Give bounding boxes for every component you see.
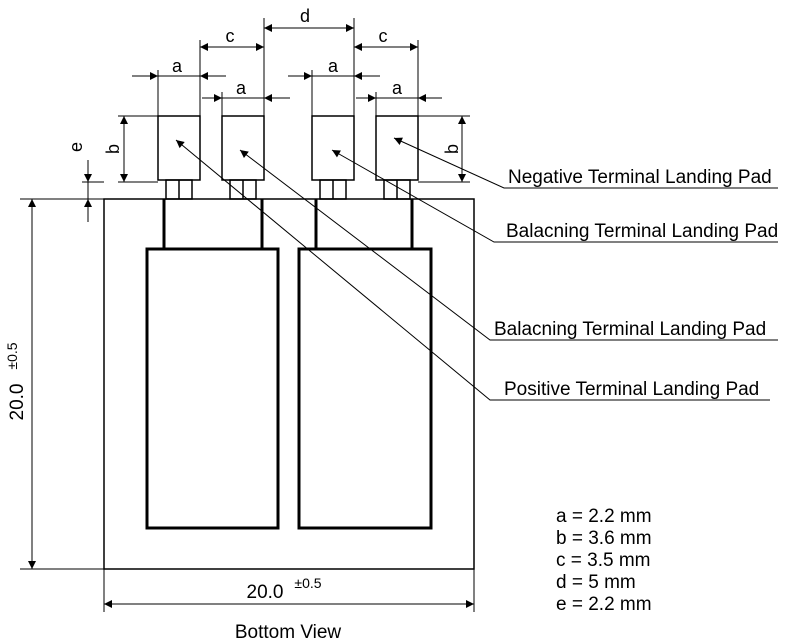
letter-c-2: c [379, 26, 388, 46]
letter-a-1: a [172, 56, 183, 76]
legend-b: b = 3.6 mm [556, 528, 652, 549]
extension-lines [20, 18, 475, 612]
cell-right [297, 247, 433, 530]
callout-positive: Positive Terminal Landing Pad [504, 379, 759, 400]
letter-b-1: b [103, 144, 123, 154]
height-tolerance: ±0.5 [4, 342, 20, 369]
letter-c-1: c [226, 26, 235, 46]
pad-necks [165, 179, 411, 200]
legend-c: c = 3.5 mm [556, 550, 651, 571]
height-value: 20.0 [7, 384, 28, 421]
callout-leaders [175, 137, 778, 401]
cell-left [145, 247, 280, 530]
package-outline [103, 198, 475, 570]
callout-balancing-1: Balacning Terminal Landing Pad [506, 221, 778, 242]
letter-a-2: a [236, 78, 247, 98]
width-value: 20.0 [247, 582, 284, 603]
leader-balancing-1 [331, 149, 778, 243]
callout-negative: Negative Terminal Landing Pad [508, 167, 772, 188]
view-caption: Bottom View [235, 622, 342, 643]
height-dimension-label: 20.0 ±0.5 [4, 342, 28, 420]
legend-e: e = 2.2 mm [556, 594, 652, 615]
letter-e: e [66, 142, 86, 152]
leader-negative [393, 137, 778, 189]
dimension-lines [28, 24, 474, 608]
leader-positive [175, 139, 770, 401]
width-tolerance: ±0.5 [294, 575, 321, 591]
pad-negative [375, 115, 419, 181]
letter-a-4: a [392, 78, 403, 98]
leader-balancing-2 [239, 149, 778, 341]
pad-balancing-2 [221, 115, 265, 181]
pad-balancing-1 [311, 115, 355, 181]
dimension-legend: a = 2.2 mm b = 3.6 mm c = 3.5 mm d = 5 m… [556, 506, 652, 615]
letter-b-2: b [442, 144, 462, 154]
callout-labels: Negative Terminal Landing Pad Balacning … [494, 167, 778, 400]
terminal-tabs [162, 199, 414, 249]
legend-a: a = 2.2 mm [556, 506, 652, 527]
pad-positive [157, 115, 201, 181]
letter-d: d [300, 6, 310, 26]
legend-d: d = 5 mm [556, 572, 636, 593]
letter-a-3: a [328, 56, 339, 76]
overall-dimensions: 20.0 ±0.5 20.0 ±0.5 [4, 342, 322, 603]
callout-balancing-2: Balacning Terminal Landing Pad [494, 319, 766, 340]
landing-pads [157, 115, 419, 181]
dimension-letters: a a a a c c d b b e [66, 6, 462, 154]
